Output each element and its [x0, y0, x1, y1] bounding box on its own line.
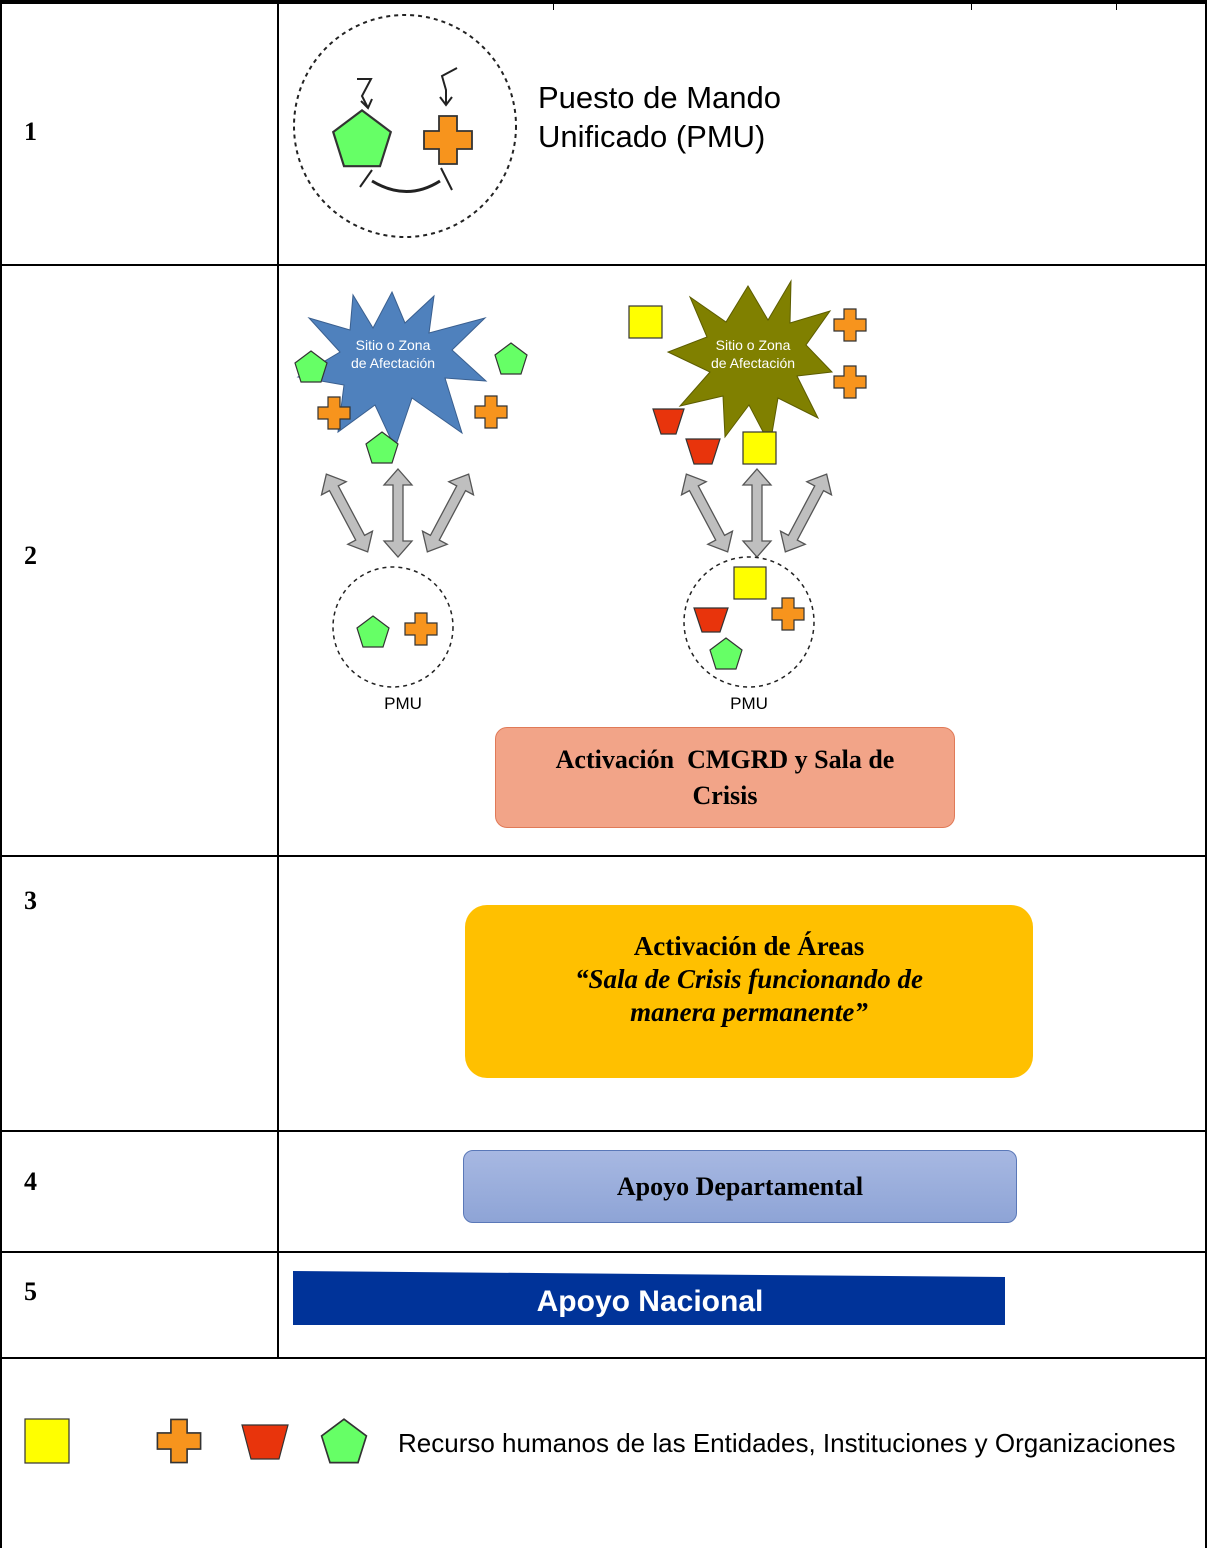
yellow-square-icon [733, 566, 767, 600]
areas-title: Activación de Áreas [633, 931, 865, 961]
row-number-2: 2 [24, 541, 37, 570]
row-number-5: 5 [24, 1277, 37, 1306]
pmu-dashed-circle [332, 566, 454, 688]
pmu-label: PMU [384, 694, 422, 713]
pmu-dashed-circle [293, 14, 517, 238]
national-support-banner [293, 1271, 1005, 1325]
activation-box-line2: Crisis [692, 780, 758, 810]
row-divider [0, 264, 1207, 266]
yellow-square-icon [742, 431, 777, 465]
red-trapezoid-icon [652, 408, 685, 435]
orange-cross-icon [404, 612, 438, 646]
row-number-3: 3 [24, 886, 37, 915]
table-right-border [1205, 0, 1207, 1548]
pmu-title-line2: Unificado (PMU) [538, 119, 765, 154]
green-pentagon-icon [709, 637, 743, 670]
legend-red-trapezoid-icon [241, 1424, 289, 1460]
areas-italic-line1: “Sala de Crisis funcionando de [574, 964, 924, 994]
row-divider [0, 855, 1207, 857]
orange-cross-icon [423, 115, 473, 165]
table-left-border [0, 0, 2, 1548]
yellow-square-icon [628, 305, 663, 339]
pmu-dashed-circle [683, 556, 815, 688]
burst-label-line1: Sitio o Zona [716, 337, 791, 353]
orange-cross-icon [771, 597, 805, 631]
departmental-support-box: Apoyo Departamental [463, 1150, 1017, 1223]
green-pentagon-icon [494, 342, 528, 375]
legend-yellow-square-icon [24, 1418, 70, 1464]
table-top-border [0, 0, 1207, 4]
cmgrd-activation-box: Activación CMGRD y Sala de Crisis [495, 727, 955, 828]
green-pentagon-icon [356, 615, 390, 648]
column-divider [277, 0, 279, 1358]
red-trapezoid-icon [693, 607, 729, 633]
impact-zone-burst-left: Sitio o Zona de Afectación [296, 290, 488, 450]
green-pentagon-icon [294, 350, 328, 383]
connection-arc-icon [371, 179, 441, 193]
row-number-1: 1 [24, 117, 37, 146]
orange-cross-icon [833, 365, 867, 399]
national-support-label: Apoyo Nacional [537, 1285, 764, 1318]
double-arrow-icon [313, 466, 381, 560]
burst-label-line2: de Afectación [351, 355, 435, 371]
areas-italic-line2: manera permanente” [630, 997, 868, 1027]
double-arrow-icon [383, 468, 413, 558]
burst-label-line2: de Afectación [711, 355, 795, 371]
pmu-emblem [293, 14, 517, 238]
lightning-arrow-icon [357, 78, 373, 109]
pmu-title-line1: Puesto de Mando [538, 80, 781, 115]
orange-cross-icon [833, 308, 867, 342]
impact-zone-burst-right: Sitio o Zona de Afectación [666, 279, 834, 447]
legend-orange-cross-icon [156, 1418, 202, 1464]
double-arrow-icon [742, 468, 772, 558]
legend-text: Recurso humanos de las Entidades, Instit… [398, 1428, 1176, 1458]
pmu-label: PMU [730, 694, 768, 713]
green-pentagon-icon [332, 109, 392, 168]
column-tick [971, 0, 972, 10]
column-tick [553, 0, 554, 10]
double-arrow-icon [772, 466, 840, 560]
orange-cross-icon [474, 395, 508, 429]
row-divider [0, 1130, 1207, 1132]
areas-activation-box: Activación de Áreas “Sala de Crisis func… [465, 905, 1033, 1078]
double-arrow-icon [414, 466, 482, 560]
red-trapezoid-icon [685, 438, 721, 465]
legend-green-pentagon-icon [320, 1418, 368, 1464]
departmental-support-label: Apoyo Departamental [616, 1171, 864, 1201]
row-divider [0, 1251, 1207, 1253]
column-tick [1116, 0, 1117, 10]
row-divider [0, 1357, 1207, 1359]
row-number-4: 4 [24, 1167, 37, 1196]
activation-box-line1: Activación CMGRD y Sala de [555, 744, 895, 774]
double-arrow-icon [673, 466, 741, 560]
lightning-arrow-icon [440, 67, 458, 104]
burst-label-line1: Sitio o Zona [356, 337, 431, 353]
